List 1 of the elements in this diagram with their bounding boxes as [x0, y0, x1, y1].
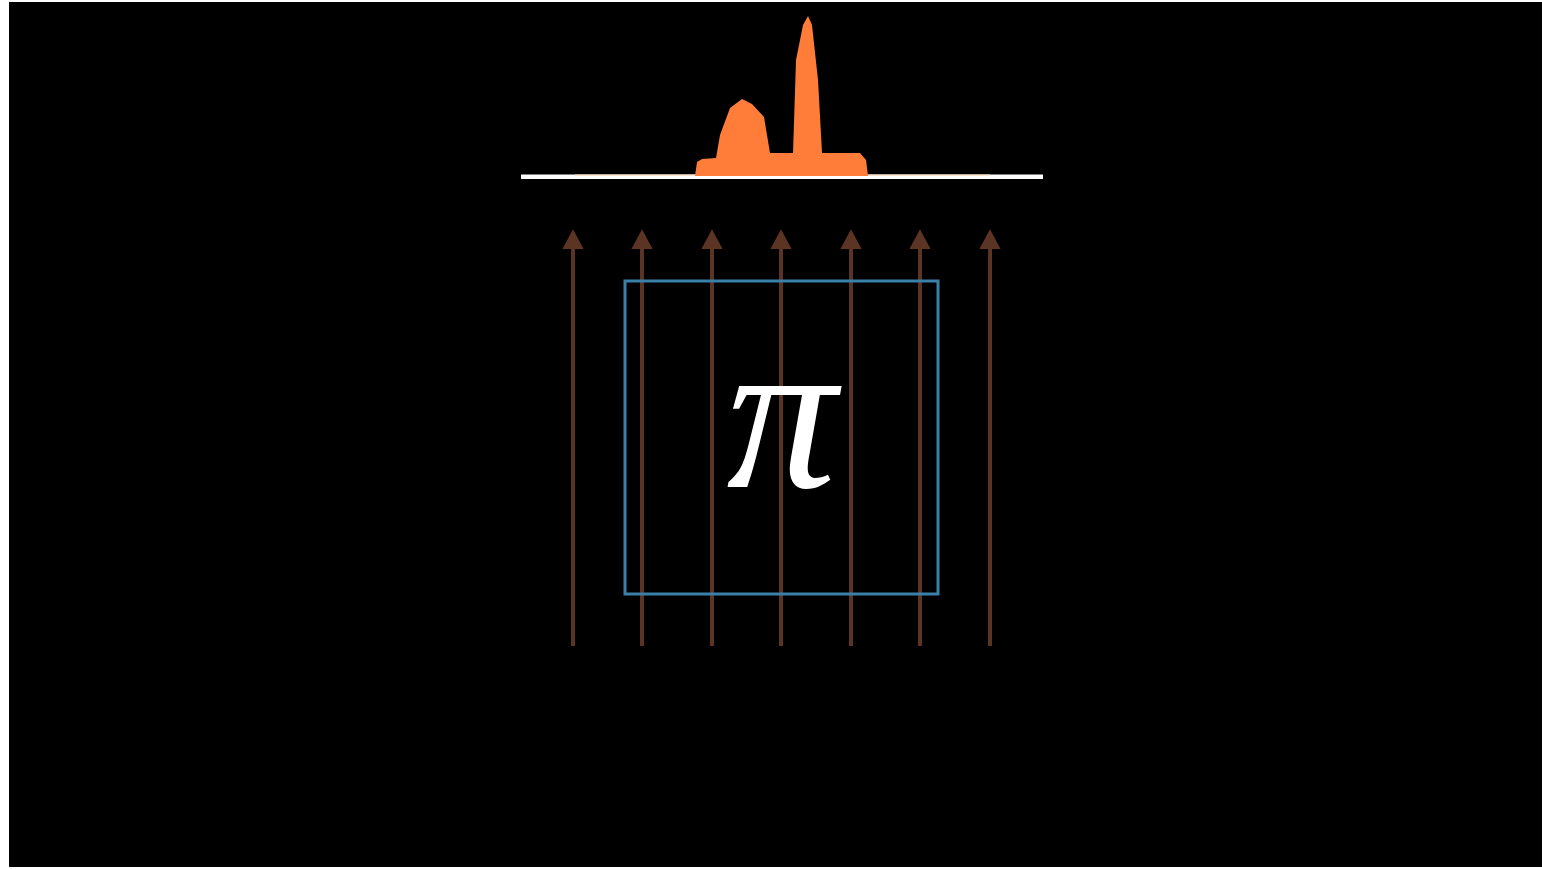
object-square: π	[623, 279, 940, 596]
